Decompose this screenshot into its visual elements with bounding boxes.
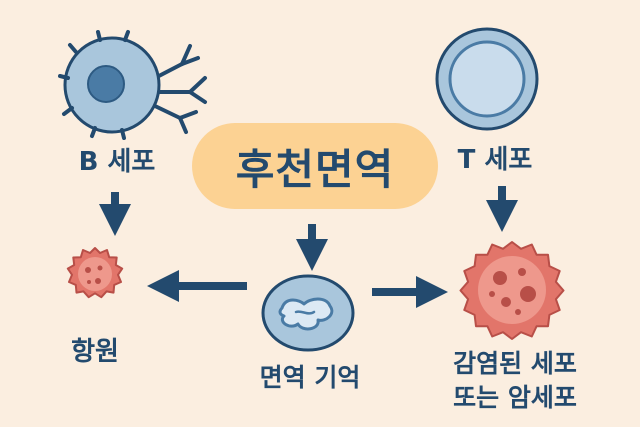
b-cell-label: B 세포: [78, 147, 156, 177]
title-pill: 후천면역: [192, 123, 438, 209]
infected-cell-icon: [459, 241, 565, 340]
target-label-line2: 또는 암세포: [453, 383, 577, 412]
target-label-line1: 감염된 세포: [453, 349, 577, 378]
b-cell-icon: [58, 30, 207, 140]
antigen-label: 항원: [71, 337, 119, 367]
memory-label: 면역 기억: [259, 363, 361, 392]
diagram-title: 후천면역: [235, 144, 395, 194]
t-cell-label: T 세포: [457, 145, 533, 175]
memory-cell-icon: [261, 274, 355, 352]
t-cell-icon: [435, 27, 539, 131]
antigen-icon: [66, 247, 124, 299]
